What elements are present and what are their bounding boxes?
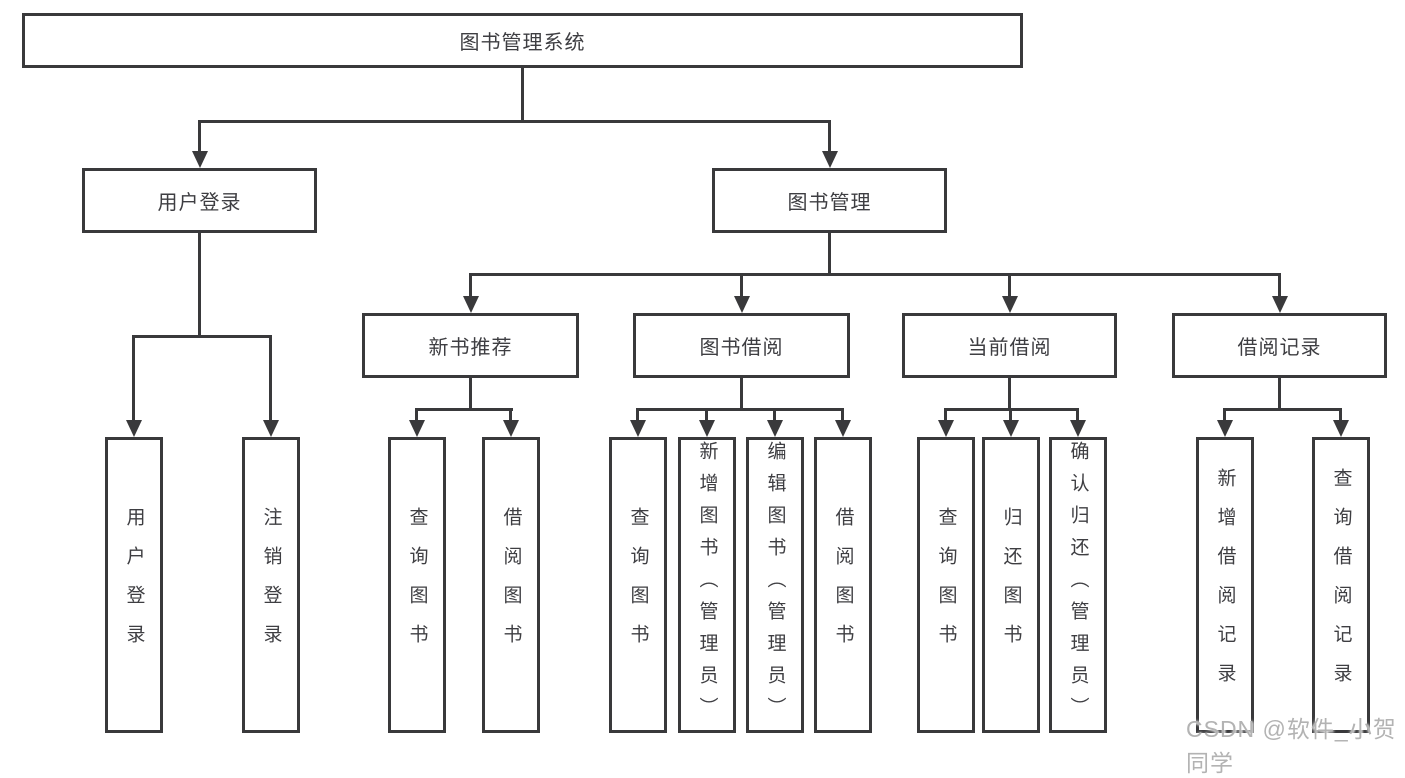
node-library-management-system: 图书管理系统 <box>22 13 1023 68</box>
connector-line <box>269 335 272 423</box>
connector-line <box>740 378 743 410</box>
node-label: 借阅记录 <box>1237 337 1322 359</box>
node-label: 新增借阅记录 <box>1214 468 1236 702</box>
node-label: 归还图书 <box>1000 507 1022 663</box>
arrow-down-icon <box>630 420 646 437</box>
arrow-down-icon <box>1272 296 1288 313</box>
connector-line <box>705 408 708 423</box>
watermark-text: CSDN @软件_小贺同学 <box>1186 716 1397 776</box>
node-label: 新增图书（管理员） <box>696 441 718 729</box>
node-label: 用户登录 <box>157 192 242 214</box>
arrow-down-icon <box>126 420 142 437</box>
arrow-down-icon <box>463 296 479 313</box>
connector-line <box>773 408 776 423</box>
node-label: 当前借阅 <box>967 337 1052 359</box>
arrow-down-icon <box>503 420 519 437</box>
node-label: 查询图书 <box>935 507 957 663</box>
connector-line <box>1008 273 1011 299</box>
connector-line <box>828 120 831 155</box>
connector-line <box>1223 408 1226 423</box>
node-label: 确认归还（管理员） <box>1067 441 1089 729</box>
connector-line <box>469 273 1280 276</box>
arrow-down-icon <box>1002 296 1018 313</box>
connector-line <box>198 120 831 123</box>
node-label: 用户登录 <box>123 507 145 663</box>
connector-line <box>521 68 524 123</box>
arrow-down-icon <box>192 151 208 168</box>
leaf-confirm-return-admin: 确认归还（管理员） <box>1049 437 1107 733</box>
leaf-return-books: 归还图书 <box>982 437 1040 733</box>
arrow-down-icon <box>1070 420 1086 437</box>
leaf-user-login: 用户登录 <box>105 437 163 733</box>
org-chart: 图书管理系统 用户登录 图书管理 新书推荐 图书借阅 当前借阅 借阅记录 <box>22 13 1396 776</box>
arrow-down-icon <box>1003 420 1019 437</box>
connector-line <box>636 408 844 411</box>
connector-line <box>740 273 743 299</box>
node-borrowing-records: 借阅记录 <box>1172 313 1387 378</box>
node-label: 编辑图书（管理员） <box>764 441 786 729</box>
connector-line <box>1278 273 1281 299</box>
arrow-down-icon <box>835 420 851 437</box>
arrow-down-icon <box>699 420 715 437</box>
connector-line <box>828 233 831 275</box>
arrow-down-icon <box>263 420 279 437</box>
node-new-book-recommendation: 新书推荐 <box>362 313 579 378</box>
leaf-edit-books-admin: 编辑图书（管理员） <box>746 437 804 733</box>
connector-line <box>1223 408 1342 411</box>
leaf-query-books-recommend: 查询图书 <box>388 437 446 733</box>
connector-line <box>1009 408 1012 423</box>
connector-line <box>469 273 472 299</box>
connector-line <box>1278 378 1281 410</box>
connector-line <box>132 335 272 338</box>
arrow-down-icon <box>767 420 783 437</box>
connector-line <box>1339 408 1342 423</box>
node-label: 图书管理 <box>787 192 872 214</box>
leaf-logout: 注销登录 <box>242 437 300 733</box>
connector-line <box>944 408 947 423</box>
connector-line <box>132 335 135 423</box>
connector-line <box>509 408 512 423</box>
node-user-login: 用户登录 <box>82 168 317 233</box>
node-label: 图书借阅 <box>699 337 784 359</box>
leaf-query-borrow-record: 查询借阅记录 <box>1312 437 1370 733</box>
leaf-add-borrow-record: 新增借阅记录 <box>1196 437 1254 733</box>
node-label: 借阅图书 <box>832 507 854 663</box>
node-label: 查询借阅记录 <box>1330 468 1352 702</box>
leaf-query-books-borrowing: 查询图书 <box>609 437 667 733</box>
leaf-borrow-books-borrowing: 借阅图书 <box>814 437 872 733</box>
node-label: 新书推荐 <box>428 337 513 359</box>
connector-line <box>1008 378 1011 410</box>
connector-line <box>198 120 201 155</box>
connector-line <box>198 233 201 337</box>
leaf-borrow-books-recommend: 借阅图书 <box>482 437 540 733</box>
arrow-down-icon <box>938 420 954 437</box>
arrow-down-icon <box>409 420 425 437</box>
node-book-borrowing: 图书借阅 <box>633 313 850 378</box>
connector-line <box>415 408 418 423</box>
node-label: 查询图书 <box>406 507 428 663</box>
node-book-management: 图书管理 <box>712 168 947 233</box>
leaf-query-books-current: 查询图书 <box>917 437 975 733</box>
arrow-down-icon <box>822 151 838 168</box>
node-label: 注销登录 <box>260 507 282 663</box>
connector-line <box>841 408 844 423</box>
connector-line <box>415 408 513 411</box>
arrow-down-icon <box>734 296 750 313</box>
node-label: 借阅图书 <box>500 507 522 663</box>
connector-line <box>636 408 639 423</box>
node-label: 图书管理系统 <box>459 32 586 54</box>
arrow-down-icon <box>1217 420 1233 437</box>
node-label: 查询图书 <box>627 507 649 663</box>
connector-line <box>1076 408 1079 423</box>
arrow-down-icon <box>1333 420 1349 437</box>
leaf-add-books-admin: 新增图书（管理员） <box>678 437 736 733</box>
connector-line <box>469 378 472 410</box>
node-current-borrowing: 当前借阅 <box>902 313 1117 378</box>
